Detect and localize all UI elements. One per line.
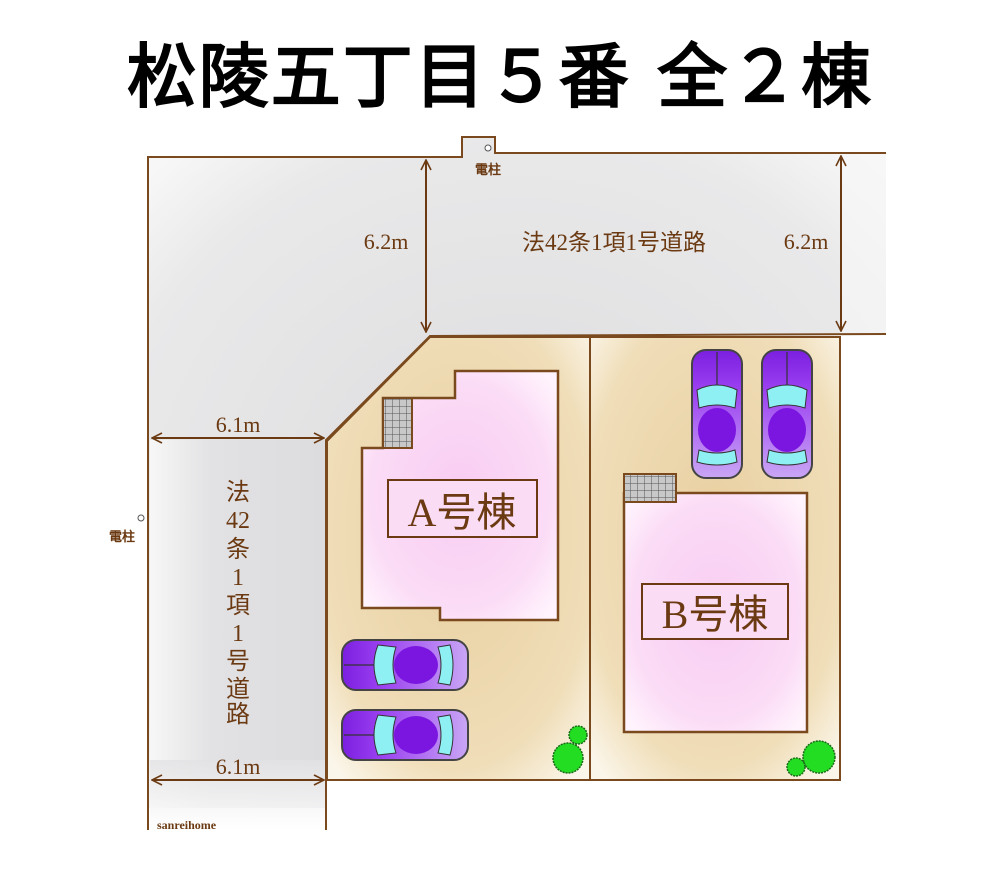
dim-north-right-label: 6.2m xyxy=(784,229,829,254)
car-icon xyxy=(341,639,469,691)
svg-text:道: 道 xyxy=(226,676,250,703)
utility-pole-icon xyxy=(137,514,145,522)
house-b-label-box xyxy=(641,583,789,640)
svg-text:路: 路 xyxy=(226,701,250,728)
utility-pole-north: 電柱 xyxy=(475,144,501,178)
dimension-lines xyxy=(152,156,841,780)
dim-north-left-label: 6.2m xyxy=(364,229,409,254)
svg-text:42: 42 xyxy=(226,508,250,534)
page-title: 松陵五丁目５番 全２棟 xyxy=(126,36,874,118)
svg-text:1: 1 xyxy=(232,565,244,591)
svg-text:号: 号 xyxy=(226,649,250,675)
stairs-b-icon xyxy=(623,473,677,503)
tree-icon xyxy=(786,740,836,777)
house-b-label: B号棟 xyxy=(662,592,769,637)
west-road-label: 法 42 条 1 項 1 号 道 路 xyxy=(226,479,250,728)
house-a-label-box xyxy=(387,479,538,538)
stairs-a-icon xyxy=(382,397,413,449)
utility-pole-west: 電柱 xyxy=(109,514,145,545)
svg-text:1: 1 xyxy=(232,621,244,647)
dim-west-bottom-label: 6.1m xyxy=(216,754,261,779)
svg-text:条: 条 xyxy=(226,536,250,563)
house-b: B号棟 xyxy=(622,473,809,734)
dim-west-top-label: 6.1m xyxy=(216,412,261,437)
house-a-label: A号棟 xyxy=(408,490,517,535)
north-road xyxy=(148,137,886,830)
car-icon xyxy=(691,349,743,479)
house-a: A号棟 xyxy=(360,369,560,622)
car-icon xyxy=(761,349,813,479)
car-icon xyxy=(341,709,469,761)
north-road-label: 法42条1項1号道路 xyxy=(522,230,706,255)
watermark: sanreihome xyxy=(157,818,217,832)
svg-text:電柱: 電柱 xyxy=(475,162,501,178)
svg-text:法: 法 xyxy=(226,479,250,506)
svg-text:項: 項 xyxy=(226,593,250,619)
svg-text:電柱: 電柱 xyxy=(109,529,135,545)
tree-icon xyxy=(552,725,588,774)
utility-pole-icon xyxy=(484,144,492,152)
